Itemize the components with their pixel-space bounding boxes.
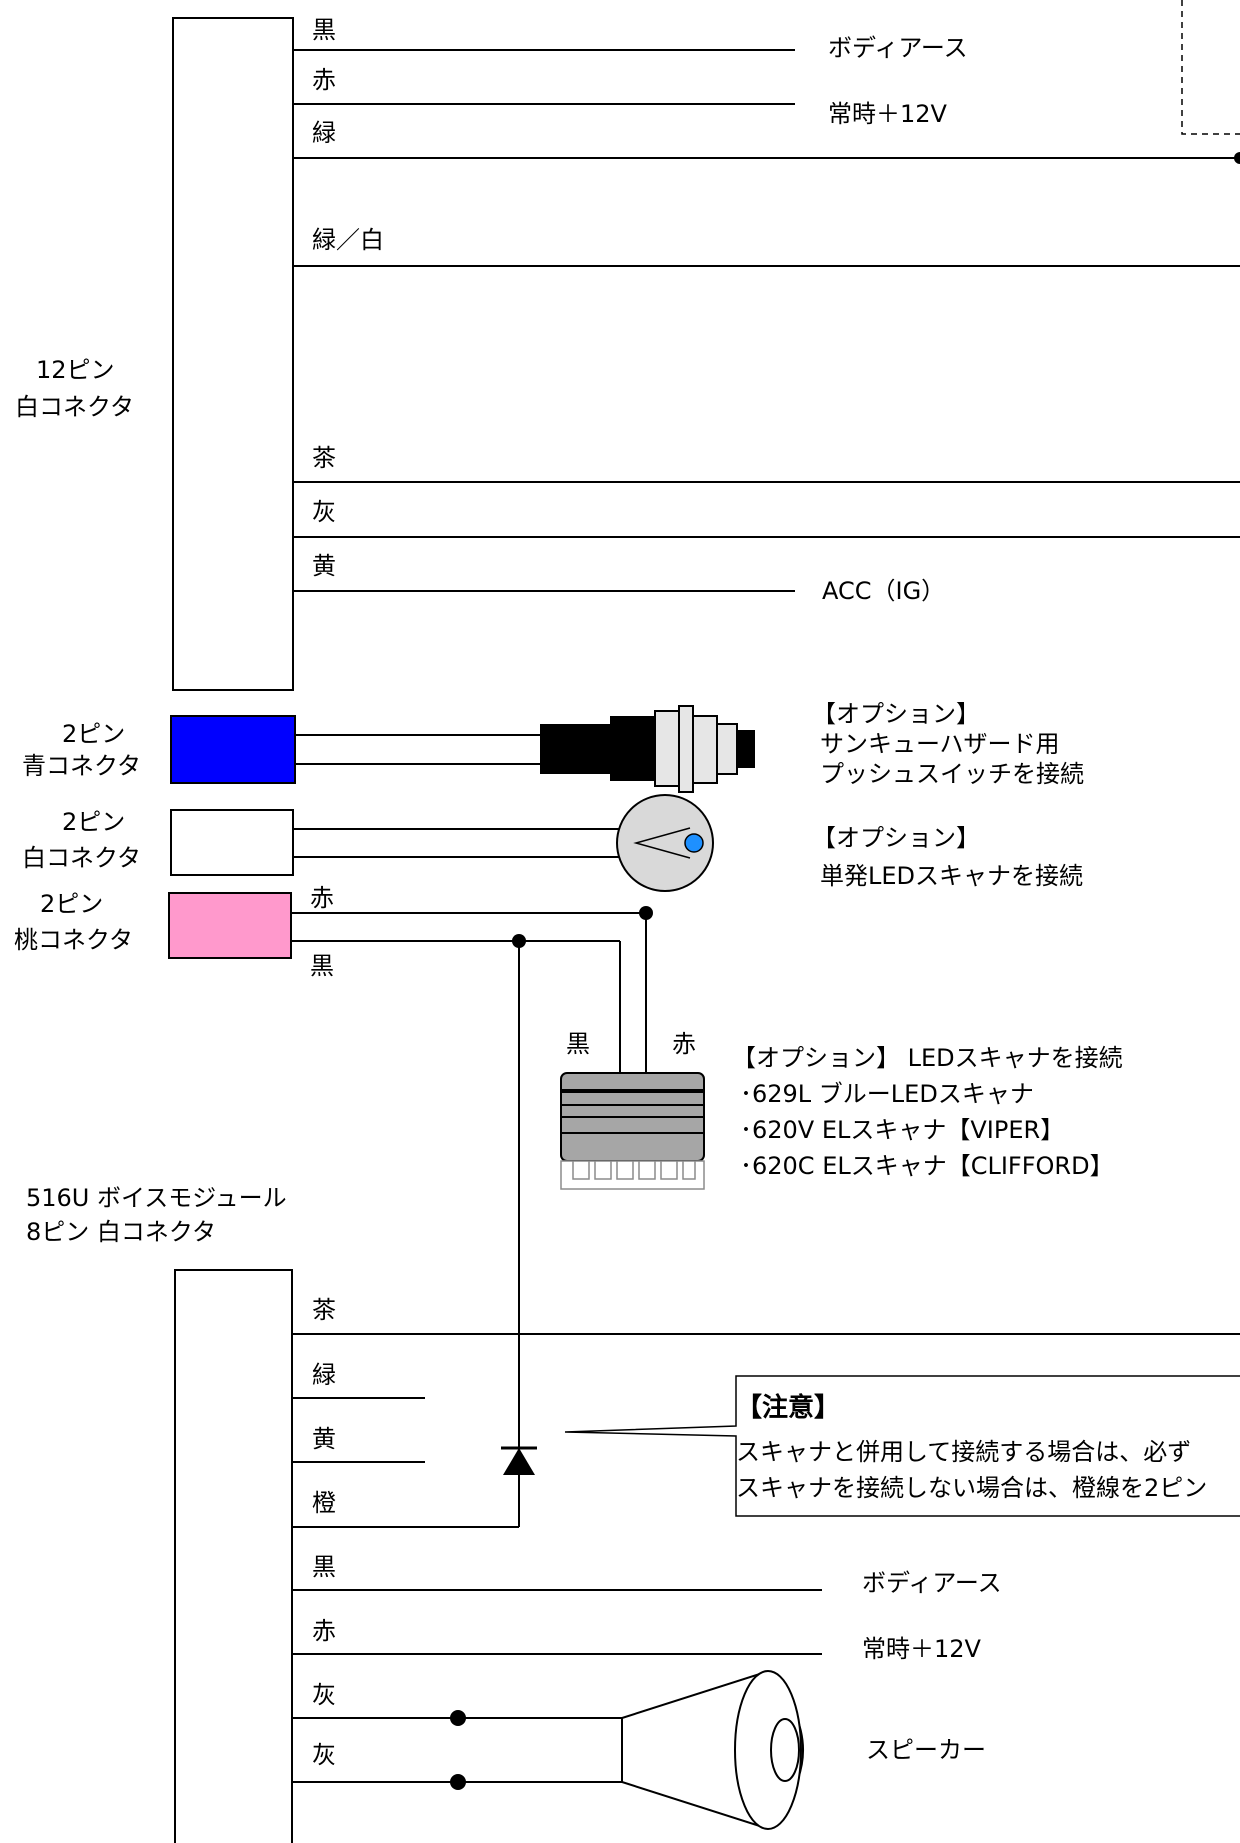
wire-12-red-label: 赤 (312, 66, 336, 94)
diode-icon (501, 1446, 537, 1475)
push-switch-icon (540, 705, 755, 793)
module-wire-gray-2-label: 灰 (312, 1741, 336, 1769)
module-wire-black-label: 黒 (312, 1553, 336, 1581)
scanner-black-label: 黒 (566, 1030, 590, 1058)
black-destination-label: ボディアース (828, 34, 968, 62)
connector-12pin-title-1: 12ピン (36, 356, 115, 384)
module-wire-orange-label: 橙 (312, 1489, 336, 1517)
blue-option-line1: サンキューハザード用 (820, 730, 1060, 758)
note-title: 【注意】 (736, 1392, 840, 1423)
scanner-red-label: 赤 (672, 1030, 696, 1058)
peach-2pin-title-1: 2ピン (40, 890, 103, 918)
wire-12-green-white-label: 緑／白 (312, 226, 384, 254)
connector-12pin-title-2: 白コネクタ (15, 393, 134, 421)
white-option-head: 【オプション】 (812, 824, 980, 852)
peach-wire-black-label: 黒 (310, 952, 334, 980)
note-line2: スキャナを接続しない場合は、橙線を2ピン (736, 1474, 1207, 1502)
connector-blue-2pin (170, 715, 296, 784)
speaker-icon (621, 1670, 804, 1830)
speaker-label: スピーカー (866, 1736, 986, 1764)
scanner-item-1: ･629L ブルーLEDスキャナ (740, 1080, 1034, 1108)
connector-white-2pin (170, 809, 294, 876)
blue-2pin-title-1: 2ピン (62, 720, 125, 748)
wire-12-gray-label: 灰 (312, 498, 336, 526)
module-wire-yellow-label: 黄 (312, 1425, 336, 1453)
scanner-heading: 【オプション】 LEDスキャナを接続 (732, 1044, 1123, 1072)
white-2pin-title-1: 2ピン (62, 808, 125, 836)
red-destination-label: 常時＋12V (828, 100, 948, 128)
module-wire-gray-1-label: 灰 (312, 1681, 336, 1709)
acc-destination-label: ACC（IG） (822, 577, 945, 605)
wire-12-yellow-label: 黄 (312, 552, 336, 580)
junction-dot (1234, 152, 1240, 164)
wire-12-green-label: 緑 (312, 119, 336, 147)
peach-2pin-title-2: 桃コネクタ (14, 926, 133, 954)
led-scanner-bar-icon (560, 1072, 705, 1190)
module-title-1: 516U ボイスモジュール (26, 1184, 287, 1212)
module-wire-brown-label: 茶 (312, 1296, 336, 1324)
junction-dot (450, 1710, 466, 1726)
note-callout (564, 1375, 1240, 1517)
peach-wire-red-label: 赤 (310, 884, 334, 912)
junction-dot (639, 906, 653, 920)
note-line1: スキャナと併用して接続する場合は、必ず (736, 1438, 1191, 1466)
module-wire-red-label: 赤 (312, 1617, 336, 1645)
module-red-destination: 常時＋12V (862, 1635, 982, 1663)
wire-12-brown-label: 茶 (312, 444, 336, 472)
connector-peach-2pin (168, 892, 292, 959)
module-title-2: 8ピン 白コネクタ (26, 1218, 216, 1246)
wire-12-black-label: 黒 (312, 16, 336, 44)
module-wire-green-label: 緑 (312, 1361, 336, 1389)
white-2pin-title-2: 白コネクタ (22, 844, 141, 872)
led-scanner-single-icon (616, 794, 714, 892)
blue-2pin-title-2: 青コネクタ (22, 752, 141, 780)
dashed-box-edge (1181, 0, 1240, 135)
blue-option-head: 【オプション】 (812, 700, 980, 728)
connector-12pin-box (172, 17, 294, 691)
white-option-line1: 単発LEDスキャナを接続 (820, 862, 1083, 890)
scanner-item-2: ･620V ELスキャナ【VIPER】 (740, 1116, 1064, 1144)
junction-dot (450, 1774, 466, 1790)
scanner-item-3: ･620C ELスキャナ【CLIFFORD】 (740, 1152, 1114, 1180)
module-black-destination: ボディアース (862, 1569, 1002, 1597)
module-8pin-box (174, 1269, 293, 1843)
blue-option-line2: プッシュスイッチを接続 (820, 760, 1084, 788)
